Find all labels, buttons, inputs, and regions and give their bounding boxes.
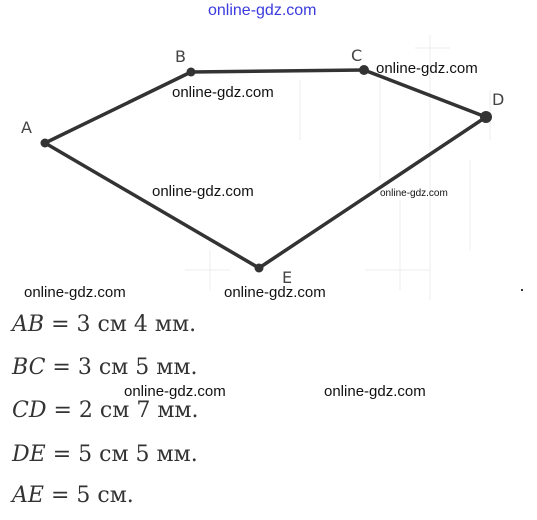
measurement-cd: CD = 2 см 7 мм. xyxy=(12,398,199,423)
vertex-label-e: E xyxy=(282,268,292,287)
segment-name: AE xyxy=(12,483,44,508)
vertex-point-b xyxy=(186,67,196,77)
segment-name: AB xyxy=(12,312,45,337)
segment-value: = 2 см 7 мм. xyxy=(53,398,199,423)
segment-value: = 3 см 5 мм. xyxy=(52,355,198,380)
pentagon-sides xyxy=(43,68,488,270)
vertex-point-c xyxy=(359,65,369,75)
watermark-7: online-gdz.com xyxy=(124,383,226,400)
segment-name: BC xyxy=(12,355,46,380)
segment-value: = 5 см 5 мм. xyxy=(52,442,198,467)
measurement-de: DE = 5 см 5 мм. xyxy=(12,442,198,467)
vertex-label-c: C xyxy=(351,46,362,65)
watermark-1: online-gdz.com xyxy=(376,60,478,77)
watermark-4: online-gdz.com xyxy=(380,188,448,199)
vertex-label-d: D xyxy=(492,90,504,109)
watermark-2: online-gdz.com xyxy=(172,84,274,101)
vertex-point-e xyxy=(254,263,264,273)
watermark-top: online-gdz.com xyxy=(208,2,317,19)
measurement-ae: AE = 5 см. xyxy=(12,483,134,508)
side-ab xyxy=(43,70,193,145)
segment-name: CD xyxy=(12,398,47,423)
vertex-point-d xyxy=(480,111,492,123)
segment-name: DE xyxy=(12,442,46,467)
segment-value: = 3 см 4 мм. xyxy=(51,312,197,337)
watermark-3: online-gdz.com xyxy=(152,183,254,200)
stray-dot xyxy=(521,289,523,291)
faint-grid-lines xyxy=(185,35,491,300)
watermark-6: online-gdz.com xyxy=(224,284,326,301)
side-ea xyxy=(43,141,261,270)
side-cd xyxy=(362,68,488,119)
vertex-point-a xyxy=(40,138,50,148)
watermark-8: online-gdz.com xyxy=(324,383,426,400)
measurement-bc: BC = 3 см 5 мм. xyxy=(12,355,197,380)
side-de xyxy=(257,115,488,270)
vertex-label-a: A xyxy=(21,118,32,137)
vertex-points xyxy=(40,65,492,273)
watermark-5: online-gdz.com xyxy=(24,284,126,301)
vertex-label-b: B xyxy=(175,47,186,66)
side-bc xyxy=(189,68,366,74)
measurement-ab: AB = 3 см 4 мм. xyxy=(12,312,196,337)
segment-value: = 5 см. xyxy=(50,483,134,508)
